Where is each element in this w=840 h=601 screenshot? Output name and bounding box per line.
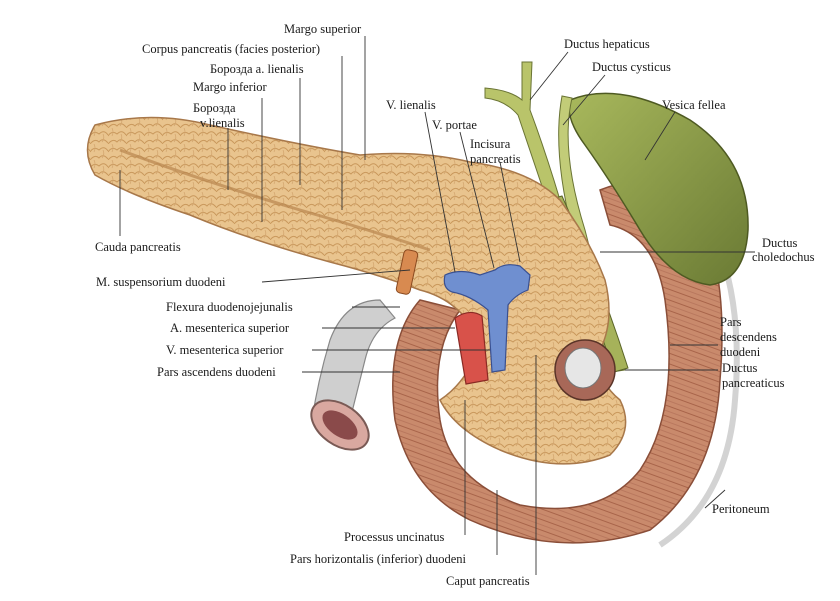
sup-mesenteric-artery [454, 311, 489, 385]
label-ductus-choledochus-2: choledochus [752, 250, 815, 264]
label-v-lienalis: V. lienalis [386, 98, 436, 112]
label-pars-horizontalis: Pars horizontalis (inferior) duodeni [290, 552, 466, 566]
label-processus-uncinatus: Processus uncinatus [344, 530, 445, 544]
label-flexura: Flexura duodenojejunalis [166, 300, 293, 314]
label-v-portae: V. portae [432, 118, 477, 132]
label-ductus-choledochus-1: Ductus [762, 236, 798, 250]
label-corpus-pancreatis: Corpus pancreatis (facies posterior) [142, 42, 321, 56]
label-pars-descendens-2: descendens [720, 330, 777, 344]
portal-vein [443, 264, 531, 373]
label-borozda-a-lienalis: Борозда a. lienalis [210, 62, 304, 76]
label-borozda-v-lienalis-1: Борозда [193, 101, 236, 115]
label-pars-descendens-3: duodeni [720, 345, 761, 359]
label-vesica-fellea: Vesica fellea [662, 98, 726, 112]
label-m-suspensorium: M. suspensorium duodeni [96, 275, 226, 289]
label-peritoneum: Peritoneum [712, 502, 770, 516]
label-ductus-hepaticus: Ductus hepaticus [564, 37, 650, 51]
label-a-mesenterica: A. mesenterica superior [170, 321, 290, 335]
label-caput-pancreatis: Caput pancreatis [446, 574, 530, 588]
gallbladder [568, 92, 749, 286]
label-margo-inferior: Margo inferior [193, 80, 267, 94]
label-v-mesenterica: V. mesenterica superior [166, 343, 284, 357]
pancreas [86, 116, 627, 465]
label-incisura-1: Incisura [470, 137, 511, 151]
label-incisura-2: pancreatis [470, 152, 521, 166]
label-margo-superior: Margo superior [284, 22, 362, 36]
label-ductus-pancreaticus-2: pancreaticus [722, 376, 785, 390]
leader-lines [119, 36, 755, 575]
label-ductus-pancreaticus-1: Ductus [722, 361, 758, 375]
label-pars-descendens-1: Pars [720, 315, 742, 329]
ductus-hepaticus [484, 61, 561, 205]
label-cauda-pancreatis: Cauda pancreatis [95, 240, 181, 254]
label-pars-ascendens: Pars ascendens duodeni [157, 365, 276, 379]
label-borozda-v-lienalis-2: v.lienalis [200, 116, 245, 130]
splenic-groove [119, 148, 431, 252]
label-ductus-cysticus: Ductus cysticus [592, 60, 671, 74]
